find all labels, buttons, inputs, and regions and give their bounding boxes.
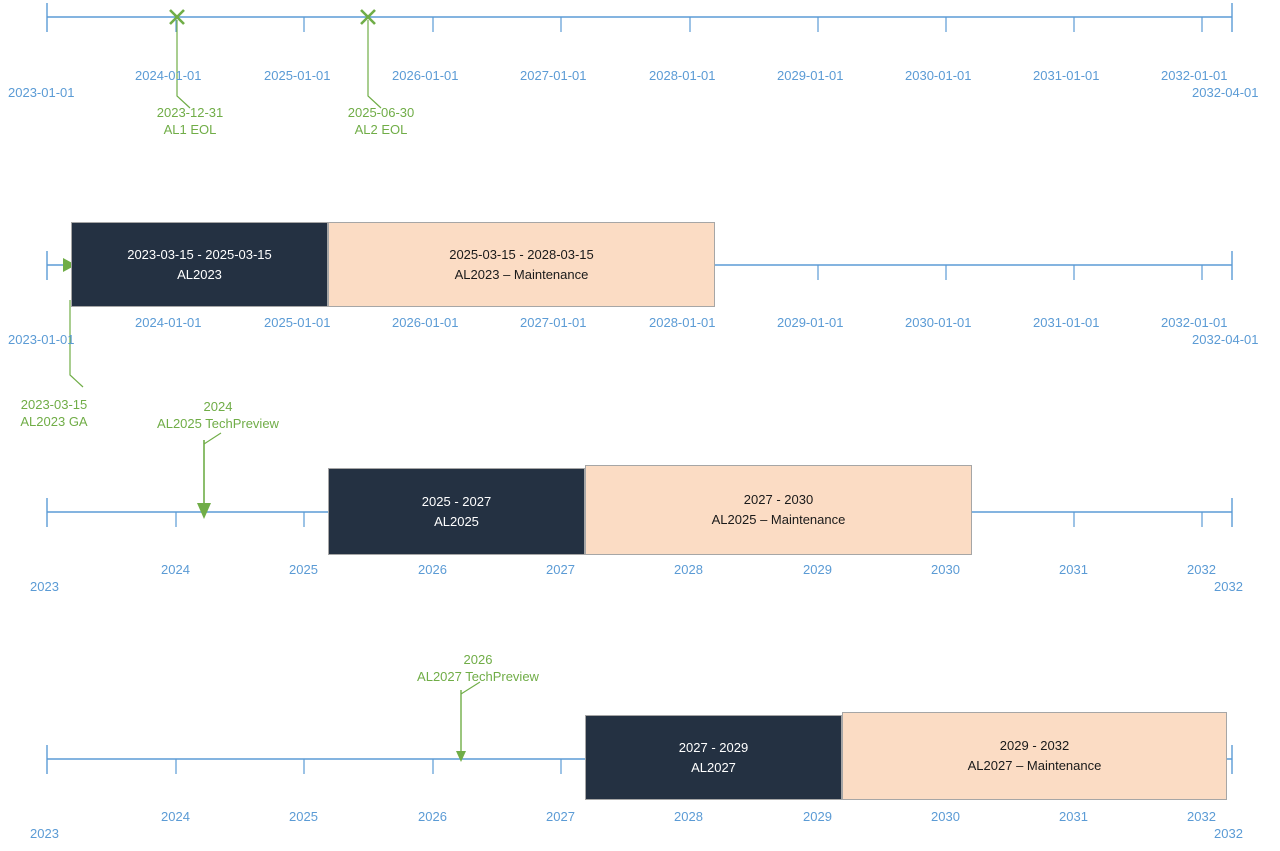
bar-al2027-active[interactable]: 2027 - 2029 AL2027 [585,715,842,800]
bar-al2027-active-label: AL2027 [691,759,736,775]
t2-tick-2025-01-01: 2025-01-01 [264,315,331,330]
annotation-al2023-ga-date: 2023-03-15 [20,397,88,412]
t2-tick-2027-01-01: 2027-01-01 [520,315,587,330]
t3-tick-2029: 2029 [803,562,832,577]
bar-al2025-active-range: 2025 - 2027 [421,493,492,509]
marker-al2023-ga[interactable] [63,258,84,388]
t1-axis-end-label: 2032-04-01 [1192,85,1259,100]
annotation-al2023-ga-label: AL2023 GA [20,414,88,429]
t4-tick-2028: 2028 [674,809,703,824]
t2-tick-2023-01-01: 2023-01-01 [8,332,75,347]
bar-al2027-maintenance-label: AL2027 – Maintenance [967,758,1102,773]
annotation-al2025-techpreview: 2024 AL2025 TechPreview [144,398,292,432]
annotation-al2-eol-label: AL2 EOL [354,122,408,137]
t4-tick-2024: 2024 [161,809,190,824]
t3-tick-2024: 2024 [161,562,190,577]
annotation-al2027-techpreview: 2026 AL2027 TechPreview [404,651,552,685]
t4-tick-2025: 2025 [289,809,318,824]
t2-tick-2029-01-01: 2029-01-01 [777,315,844,330]
t1-tick-2032-01-01: 2032-01-01 [1161,68,1228,83]
t1-tick-2029-01-01: 2029-01-01 [777,68,844,83]
bar-al2023-maintenance-label: AL2023 – Maintenance [454,266,589,282]
t4-tick-2032: 2032 [1187,809,1216,824]
annotation-al2025-techpreview-date: 2024 [203,399,233,414]
annotation-al2-eol-date: 2025-06-30 [347,105,415,120]
bar-al2025-maintenance-label: AL2025 – Maintenance [711,512,846,527]
t4-tick-2031: 2031 [1059,809,1088,824]
t4-tick-2027: 2027 [546,809,575,824]
t1-tick-2027-01-01: 2027-01-01 [520,68,587,83]
bar-al2027-maintenance-range: 2029 - 2032 [999,738,1070,753]
t1-tick-2023-01-01: 2023-01-01 [8,85,75,100]
t2-tick-2024-01-01: 2024-01-01 [135,315,202,330]
bar-al2027-active-range: 2027 - 2029 [678,739,749,755]
t2-axis-end-label: 2032-04-01 [1192,332,1259,347]
marker-al2-eol[interactable] [360,9,382,109]
t4-tick-2026: 2026 [418,809,447,824]
t2-tick-2032-01-01: 2032-01-01 [1161,315,1228,330]
bar-al2023-active-label: AL2023 [177,266,222,282]
bar-al2023-active[interactable]: 2023-03-15 - 2025-03-15 AL2023 [71,222,328,307]
t1-tick-2031-01-01: 2031-01-01 [1033,68,1100,83]
t3-tick-2025: 2025 [289,562,318,577]
annotation-al1-eol: 2023-12-31 AL1 EOL [132,104,248,138]
marker-al2027-techpreview[interactable] [456,681,481,762]
t1-tick-2028-01-01: 2028-01-01 [649,68,716,83]
t4-axis-end-label: 2032 [1214,826,1243,841]
bar-al2027-maintenance[interactable]: 2029 - 2032 AL2027 – Maintenance [842,712,1227,800]
annotation-al2027-techpreview-label: AL2027 TechPreview [417,669,539,684]
t2-tick-2030-01-01: 2030-01-01 [905,315,972,330]
t3-tick-2031: 2031 [1059,562,1088,577]
bar-al2025-active[interactable]: 2025 - 2027 AL2025 [328,468,585,555]
t1-tick-2026-01-01: 2026-01-01 [392,68,459,83]
t3-tick-2032: 2032 [1187,562,1216,577]
annotation-al2025-techpreview-label: AL2025 TechPreview [157,416,279,431]
annotation-al2027-techpreview-date: 2026 [463,652,493,667]
t1-tick-2024-01-01: 2024-01-01 [135,68,202,83]
t4-tick-2030: 2030 [931,809,960,824]
bar-al2025-active-label: AL2025 [434,513,479,529]
bar-al2023-maintenance-range: 2025-03-15 - 2028-03-15 [449,246,594,262]
t2-tick-2028-01-01: 2028-01-01 [649,315,716,330]
t3-tick-2030: 2030 [931,562,960,577]
t4-tick-2029: 2029 [803,809,832,824]
marker-al1-eol[interactable] [169,9,191,109]
t1-tick-2025-01-01: 2025-01-01 [264,68,331,83]
annotation-al1-eol-label: AL1 EOL [163,122,217,137]
t3-axis-end-label: 2032 [1214,579,1243,594]
t2-tick-2031-01-01: 2031-01-01 [1033,315,1100,330]
t3-tick-2023: 2023 [30,579,59,594]
t4-tick-2023: 2023 [30,826,59,841]
t3-tick-2028: 2028 [674,562,703,577]
t3-tick-2027: 2027 [546,562,575,577]
t2-tick-2026-01-01: 2026-01-01 [392,315,459,330]
bar-al2023-maintenance[interactable]: 2025-03-15 - 2028-03-15 AL2023 – Mainten… [328,222,715,307]
annotation-al2023-ga: 2023-03-15 AL2023 GA [6,396,102,430]
bar-al2025-maintenance[interactable]: 2027 - 2030 AL2025 – Maintenance [585,465,972,555]
marker-al2025-techpreview[interactable] [197,432,222,519]
timeline-1-axis [46,3,1233,32]
t3-tick-2026: 2026 [418,562,447,577]
t1-tick-2030-01-01: 2030-01-01 [905,68,972,83]
bar-al2023-active-range: 2023-03-15 - 2025-03-15 [127,246,272,262]
annotation-al1-eol-date: 2023-12-31 [156,105,224,120]
annotation-al2-eol: 2025-06-30 AL2 EOL [323,104,439,138]
bar-al2025-maintenance-range: 2027 - 2030 [743,492,814,507]
